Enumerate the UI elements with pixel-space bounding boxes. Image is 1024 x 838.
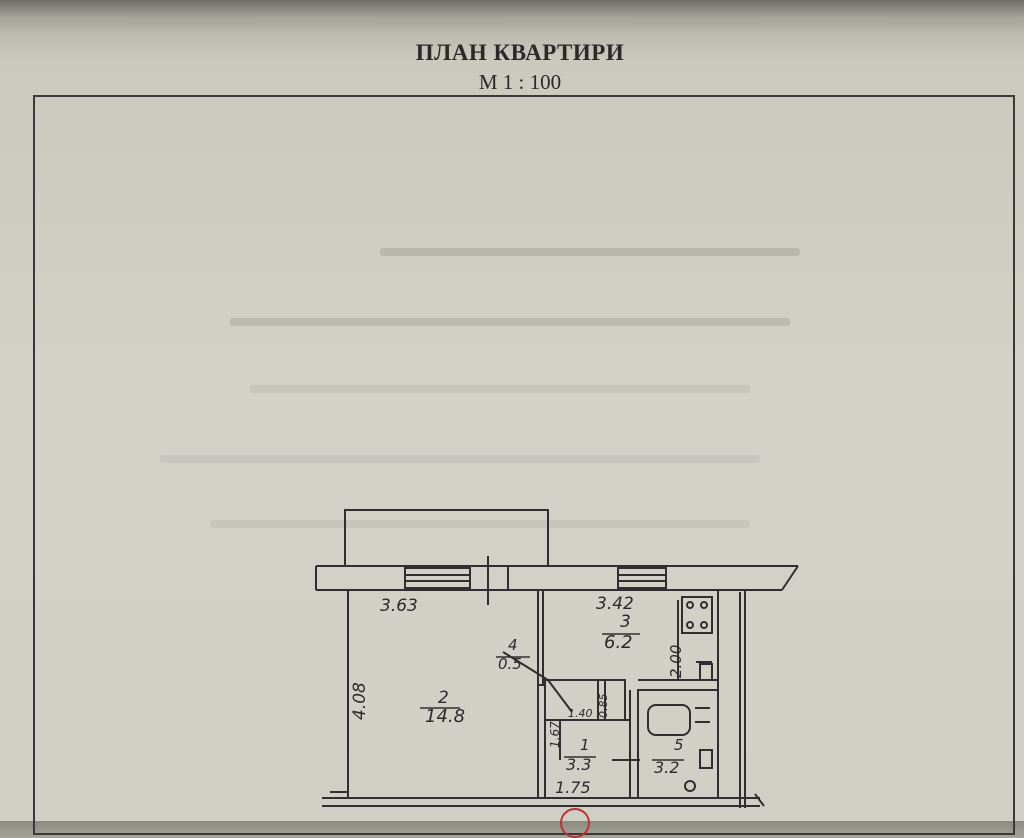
room-4-number: 4	[508, 636, 518, 654]
dim-hall-width: 1.75	[555, 778, 591, 797]
room-1-number: 1	[580, 736, 590, 754]
room-1-fraction-line	[564, 756, 596, 758]
dim-closet-depth: 0.85	[597, 693, 610, 719]
plan-scale: М 1 : 100	[478, 70, 562, 94]
dim-closet-width: 1.40	[568, 707, 593, 720]
plan-title: ПЛАН КВАРТИРИ	[415, 40, 625, 65]
room-2-number: 2	[438, 688, 449, 708]
bleed-through-line	[210, 520, 750, 528]
room-5-number: 5	[674, 736, 684, 754]
room-4-fraction-line	[496, 656, 530, 658]
window-room2	[404, 567, 471, 589]
bleed-through-line	[250, 385, 750, 393]
toilet	[699, 749, 713, 769]
balcony-outline	[344, 509, 549, 566]
room-3-number: 3	[620, 612, 631, 632]
dim-room2-length: 4.08	[350, 682, 370, 720]
room-5-area: 3.2	[654, 758, 680, 777]
bathtub	[647, 704, 691, 736]
dim-hall-side: 1.67	[548, 721, 562, 748]
bleed-through-line	[380, 248, 800, 256]
red-stamp-mark	[560, 808, 590, 838]
room-2-fraction-line	[420, 707, 460, 709]
room-3-fraction-line	[602, 633, 640, 635]
window-room3	[617, 567, 667, 589]
bleed-through-line	[160, 455, 760, 463]
floor-plan-drawing	[315, 509, 799, 808]
room-1-area: 3.3	[566, 755, 592, 774]
room-4-area: 0.5	[498, 655, 522, 673]
paper-fold-shadow	[0, 0, 1024, 32]
dim-room3-width: 3.42	[596, 594, 634, 614]
dim-room3-side: 2.00	[667, 644, 685, 678]
room-5-fraction-line	[652, 759, 684, 761]
room-3-area: 6.2	[604, 632, 633, 653]
room-2-area: 14.8	[425, 706, 466, 727]
dim-room2-width: 3.63	[380, 596, 418, 616]
bleed-through-line	[230, 318, 790, 326]
kitchen-sink	[681, 596, 713, 634]
